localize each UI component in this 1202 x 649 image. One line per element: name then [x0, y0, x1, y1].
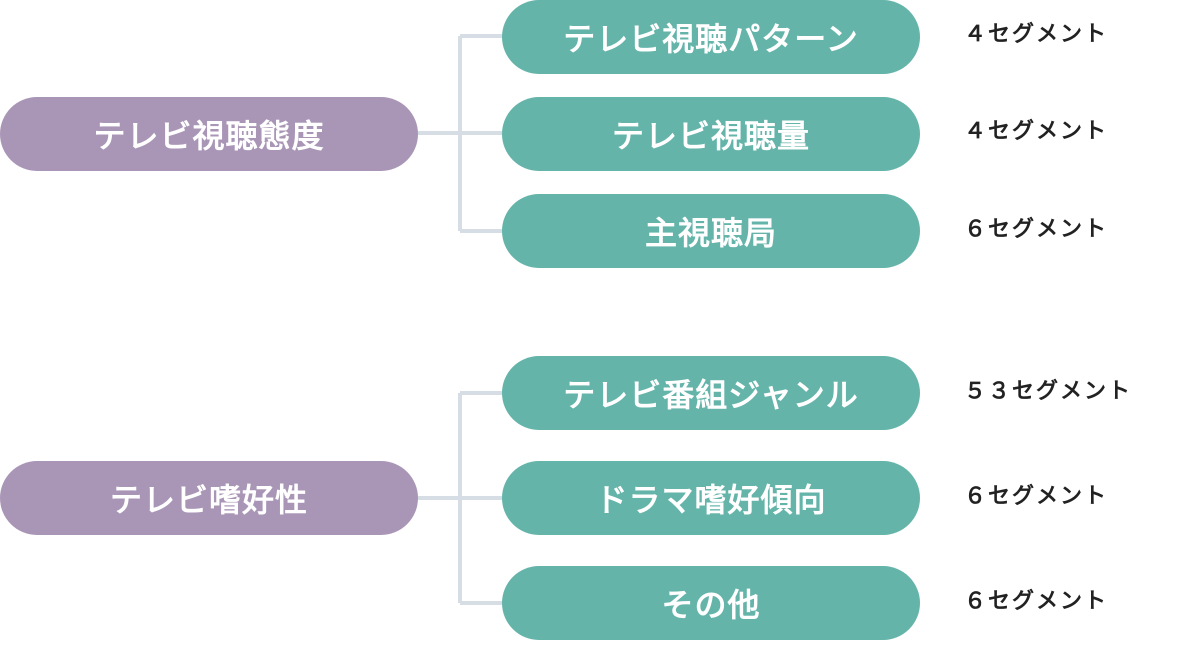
subcategory-node-viewing-pattern: テレビ視聴パターン	[502, 0, 920, 74]
subcategory-node-program-genre: テレビ番組ジャンル	[502, 356, 920, 430]
segment-count-other: ６セグメント	[964, 589, 1109, 614]
category-node-tv-preference: テレビ嗜好性	[0, 461, 418, 535]
segment-count-viewing-pattern: ４セグメント	[964, 22, 1109, 47]
subcategory-node-drama-preference: ドラマ嗜好傾向	[502, 461, 920, 535]
segment-count-drama-preference: ６セグメント	[964, 484, 1109, 509]
group-1-connector	[418, 34, 502, 233]
group-2-connector	[418, 391, 502, 605]
segment-count-program-genre: ５３セグメント	[964, 379, 1133, 404]
category-node-viewing-attitude: テレビ視聴態度	[0, 97, 418, 171]
subcategory-node-other: その他	[502, 566, 920, 640]
segment-count-main-station: ６セグメント	[964, 217, 1109, 242]
subcategory-node-viewing-volume: テレビ視聴量	[502, 97, 920, 171]
subcategory-node-main-station: 主視聴局	[502, 194, 920, 268]
segment-count-viewing-volume: ４セグメント	[964, 119, 1109, 144]
